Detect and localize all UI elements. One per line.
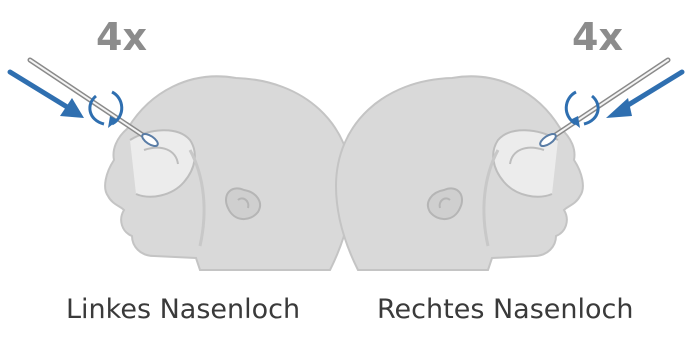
right-head-figure — [336, 76, 583, 270]
left-head-figure — [105, 76, 352, 270]
right-nostril-caption: Rechtes Nasenloch — [377, 296, 633, 323]
right-repeat-count: 4x — [572, 18, 623, 56]
left-nostril-caption: Linkes Nasenloch — [66, 296, 300, 323]
left-arrow-icon — [10, 72, 84, 118]
left-repeat-count: 4x — [96, 18, 147, 56]
left-swab-icon — [30, 60, 160, 148]
right-swab-icon — [538, 60, 668, 148]
